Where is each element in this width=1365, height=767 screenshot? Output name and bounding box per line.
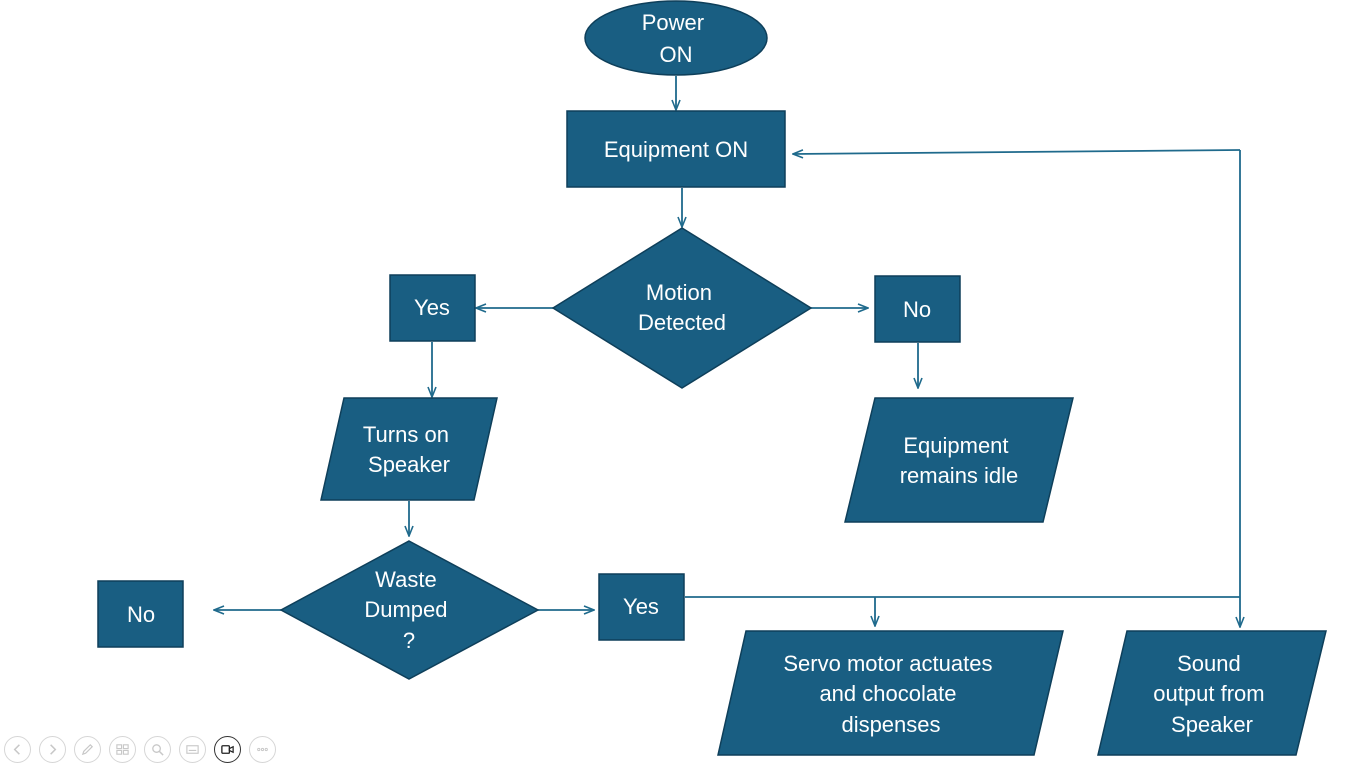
node-equipment-on [566,110,786,188]
see-all-slides-button[interactable] [109,735,136,763]
label-yes-waste: Yes [623,594,659,619]
label-no-waste: No [127,602,155,627]
more-options-button[interactable] [249,735,276,763]
node-yes-waste [598,573,685,641]
label-turns-on-speaker: Turns on Speaker [363,422,455,477]
label-servo-motor: Servo motor actuates and chocolate dispe… [783,651,998,737]
subtitles-icon [186,744,199,754]
slides-icon [116,743,129,755]
next-icon [50,743,57,755]
previous-slide-button[interactable] [4,735,31,763]
node-turns-on-speaker [320,397,498,501]
zoom-button[interactable] [144,735,171,763]
label-power-on: Power ON [642,10,710,67]
camera-icon [221,744,234,754]
label-waste-dumped: Waste Dumped ? [364,567,453,653]
label-equipment-idle: Equipment remains idle [900,433,1019,488]
node-motion-detected [551,227,813,389]
label-sound-output: Sound output from Speaker [1153,651,1270,737]
next-slide-button[interactable] [39,735,66,763]
node-sound-output [1097,630,1327,756]
edge-loop-to-equipment [793,149,1241,154]
node-servo-motor [717,630,1064,756]
node-power-on [584,0,768,76]
label-no-motion: No [903,297,931,322]
camera-button[interactable] [214,735,241,763]
label-equipment-on: Equipment ON [604,137,748,162]
node-yes-motion [389,274,476,342]
slideshow-toolbar [4,734,276,764]
node-waste-dumped [279,540,540,680]
more-icon [257,747,268,751]
label-motion-detected: Motion Detected [638,280,726,335]
pen-icon [81,743,94,755]
previous-icon [13,743,20,755]
node-no-waste [97,580,184,648]
subtitles-button[interactable] [179,735,206,763]
zoom-icon [152,743,164,756]
node-no-motion [874,275,961,343]
pen-tool-button[interactable] [74,735,101,763]
label-yes-motion: Yes [414,295,450,320]
node-equipment-idle [844,397,1074,523]
